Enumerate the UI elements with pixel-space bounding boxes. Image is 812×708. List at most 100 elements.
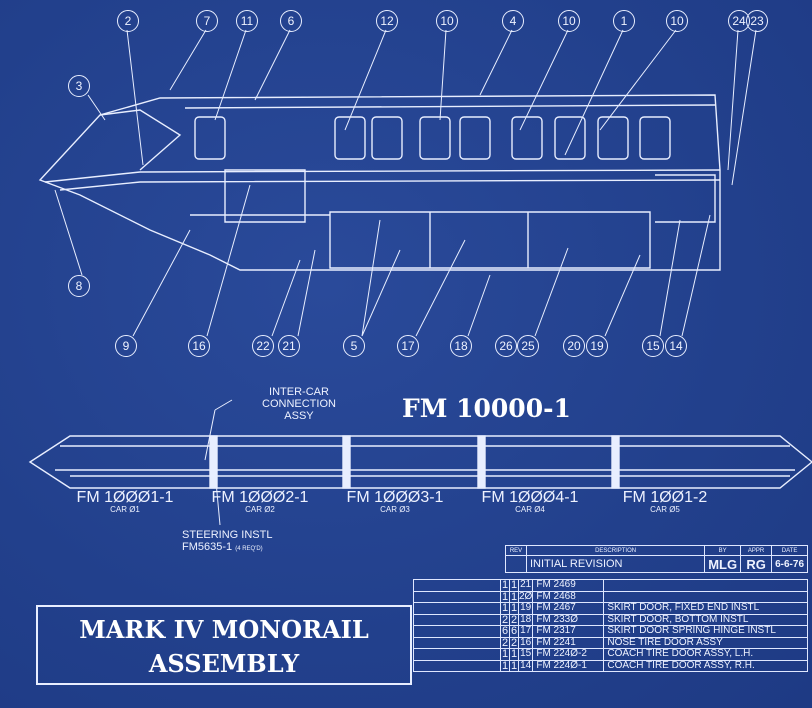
item-cell: 17 <box>517 625 534 638</box>
qty-cell: 1 <box>500 648 510 661</box>
car-number: CAR Ø1 <box>110 505 140 514</box>
window <box>597 116 629 160</box>
window-row <box>194 116 671 160</box>
window <box>419 116 451 160</box>
qty-cell: 1 <box>500 602 510 615</box>
callout-bottom-10: 19 <box>586 335 608 357</box>
callout-bottom-6: 18 <box>450 335 472 357</box>
note-line: INTER-CAR <box>269 386 329 398</box>
qty-cell: 6 <box>509 625 519 638</box>
steering-part: FM5635-1 <box>182 541 233 553</box>
callout-left-1: 8 <box>68 275 90 297</box>
car-number: CAR Ø3 <box>380 505 410 514</box>
blank-cell <box>413 636 501 649</box>
item-cell: 14 <box>517 659 534 672</box>
qty-cell: 6 <box>500 625 510 638</box>
callout-top-11: 23 <box>746 10 768 32</box>
qty-cell: 1 <box>509 590 519 603</box>
callout-top-6: 4 <box>502 10 524 32</box>
header-appr: APPR <box>740 545 773 556</box>
qty-cell: 1 <box>500 579 510 592</box>
item-cell: 19 <box>517 602 534 615</box>
callout-bottom-7: 26 <box>495 335 517 357</box>
title-line2: ASSEMBLY <box>148 649 300 678</box>
qty-cell: 1 <box>509 602 519 615</box>
blank-cell <box>413 613 501 626</box>
description-cell: SKIRT DOOR SPRING HINGE INSTL <box>603 625 808 638</box>
callout-bottom-12: 14 <box>665 335 687 357</box>
callout-top-7: 10 <box>558 10 580 32</box>
qty-cell: 2 <box>509 613 519 626</box>
callout-bottom-4: 5 <box>343 335 365 357</box>
window <box>511 116 543 160</box>
part-number-cell: FM 2241 <box>532 636 605 649</box>
callout-bottom-0: 9 <box>115 335 137 357</box>
callout-top-4: 12 <box>376 10 398 32</box>
part-number-cell: FM 224Ø-1 <box>532 659 605 672</box>
callout-bottom-8: 25 <box>517 335 539 357</box>
title-line1: MARK IV MONORAIL <box>79 615 369 644</box>
car-part-number: FM 1ØØØ2-1 <box>211 489 309 506</box>
car-part-number: FM 1ØØ1-2 <box>622 489 708 506</box>
qty-cell: 2 <box>500 636 510 649</box>
header-description: DESCRIPTION <box>525 545 706 556</box>
window <box>459 116 491 160</box>
header-date: DATE <box>771 545 808 556</box>
car-number: CAR Ø4 <box>515 505 545 514</box>
description-cell: SKIRT DOOR, FIXED END INSTL <box>603 602 808 615</box>
qty-cell: 1 <box>500 590 510 603</box>
description-cell: COACH TIRE DOOR ASSY, L.H. <box>603 648 808 661</box>
item-cell: 21 <box>517 579 534 592</box>
car-number: CAR Ø5 <box>650 505 680 514</box>
part-number-cell: FM 224Ø-2 <box>532 648 605 661</box>
qty-cell: 1 <box>509 659 519 672</box>
callout-left-0: 3 <box>68 75 90 97</box>
description-cell <box>603 590 808 603</box>
train-overview <box>28 435 812 489</box>
leader-lines <box>54 29 757 526</box>
qty-cell: 2 <box>509 636 519 649</box>
rev-cell <box>505 555 527 573</box>
callout-top-2: 11 <box>236 10 258 32</box>
callout-bottom-2: 22 <box>252 335 274 357</box>
qty-cell: 1 <box>509 579 519 592</box>
title-block: MARK IV MONORAIL ASSEMBLY <box>36 605 412 685</box>
part-number-cell: FM 2469 <box>532 579 605 592</box>
blank-cell <box>413 579 501 592</box>
item-cell: 18 <box>517 613 534 626</box>
description-cell: INITIAL REVISION <box>525 555 706 573</box>
note-line: ASSY <box>284 410 314 422</box>
car-part-number: FM 1ØØØ3-1 <box>346 489 444 506</box>
part-number-cell: FM 2467 <box>532 602 605 615</box>
window <box>639 116 671 160</box>
steering-qty: (4 REQ'D) <box>235 546 263 552</box>
revision-table: REV DESCRIPTION BY APPR DATE INITIAL REV… <box>505 545 808 573</box>
window <box>371 116 403 160</box>
note-line: CONNECTION <box>262 398 336 410</box>
part-number-cell: FM 2468 <box>532 590 605 603</box>
part-number-cell: FM 2317 <box>532 625 605 638</box>
description-cell: COACH TIRE DOOR ASSY, R.H. <box>603 659 808 672</box>
callout-bottom-11: 15 <box>642 335 664 357</box>
window <box>334 116 366 160</box>
car-number: CAR Ø2 <box>245 505 275 514</box>
blank-cell <box>413 590 501 603</box>
appr-cell: RG <box>740 555 773 573</box>
inter-car-connection-note: INTER-CAR CONNECTION ASSY <box>262 386 336 422</box>
blank-cell <box>413 625 501 638</box>
date-cell: 6-6-76 <box>771 555 808 573</box>
revision-row: INITIAL REVISION MLG RG 6-6-76 <box>505 555 808 573</box>
qty-cell: 2 <box>500 613 510 626</box>
item-cell: 15 <box>517 648 534 661</box>
assembly-title: FM 10000-1 <box>402 394 571 423</box>
